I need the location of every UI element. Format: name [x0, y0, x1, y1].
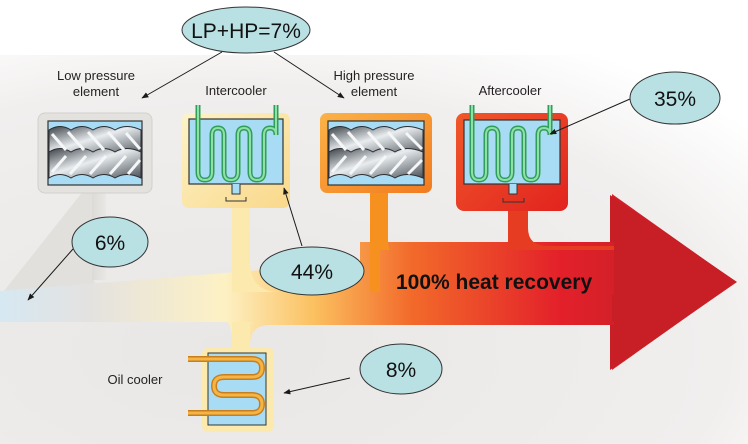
callout-oil-cooler: 8% [359, 343, 443, 395]
callout-arrow-oil-cooler [283, 377, 351, 395]
callout-intercooler-text: 44% [291, 261, 333, 284]
aftercooler [456, 105, 568, 211]
intercooler-label: Intercooler [205, 83, 267, 98]
lp-pipe [0, 180, 250, 308]
callout-arrow-intercooler [283, 187, 303, 247]
main-flow-mid-top [380, 250, 614, 295]
callout-lp-hp-text: LP+HP=7% [191, 20, 301, 43]
intercooler-pipe-vertical [232, 205, 250, 295]
callout-arrow-lp [141, 51, 223, 99]
callout-arrow-aftercooler [549, 98, 631, 135]
screw-rotor-icon [48, 126, 142, 179]
callout-arrow-hp [273, 51, 345, 99]
oil-cooler-label: Oil cooler [108, 372, 164, 387]
high-pressure-element [320, 113, 432, 193]
main-flow-lower [360, 322, 614, 325]
callout-arrow-loss [27, 248, 74, 301]
oil-cooler [188, 348, 274, 432]
callout-aftercooler-text: 35% [654, 88, 696, 111]
callout-lp-hp: LP+HP=7% [181, 6, 311, 54]
intercooler [182, 105, 290, 208]
low-pressure-label: Low pressure [57, 68, 135, 83]
callout-oil-cooler-text: 8% [386, 359, 416, 382]
screw-rotor-icon [328, 126, 424, 179]
callout-loss: 6% [71, 216, 149, 268]
low-pressure-label-2: element [73, 84, 120, 99]
callout-loss-text: 6% [95, 232, 125, 255]
aftercooler-label: Aftercooler [479, 83, 543, 98]
high-pressure-label: High pressure [334, 68, 415, 83]
callout-intercooler: 44% [259, 246, 365, 296]
arrow-head [610, 195, 737, 370]
low-pressure-element [37, 112, 153, 194]
main-flow-body-top [0, 292, 612, 322]
heat-recovery-title: 100% heat recovery [396, 271, 592, 294]
callout-aftercooler: 35% [629, 71, 721, 125]
high-pressure-label-2: element [351, 84, 398, 99]
